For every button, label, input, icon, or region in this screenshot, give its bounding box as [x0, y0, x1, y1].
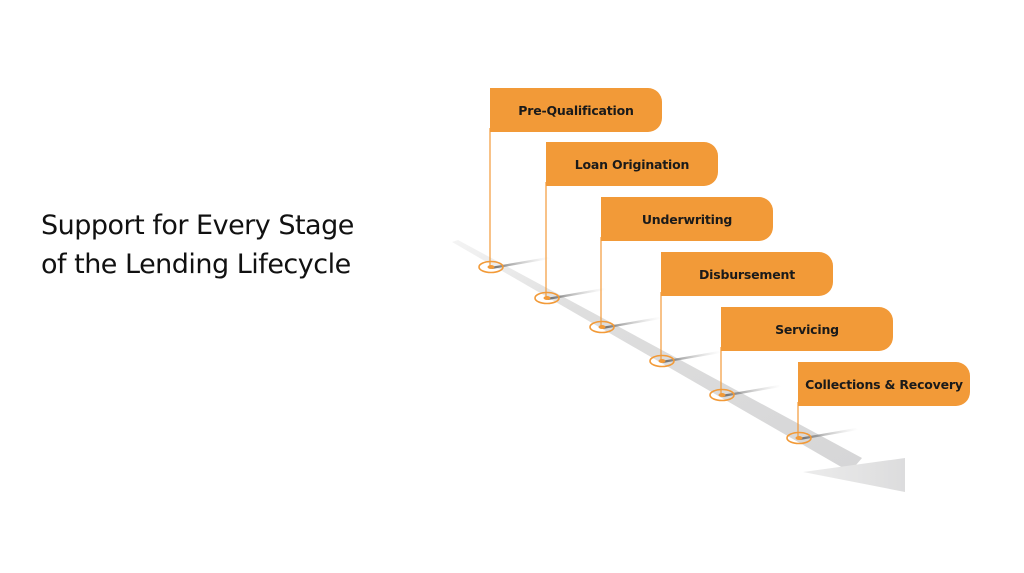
page-title: Support for Every Stage of the Lending L… — [41, 206, 354, 284]
pin-ring-icon — [709, 388, 735, 402]
pin-dot-icon — [795, 436, 803, 440]
pin-shadow — [490, 257, 550, 269]
stage-flag-underwriting: Underwriting — [601, 197, 773, 241]
stage-label: Servicing — [775, 321, 839, 337]
pin-ring-icon — [649, 354, 675, 368]
arrow-head-icon — [803, 458, 905, 492]
stage-flag-servicing: Servicing — [721, 307, 893, 351]
pin-shadow — [546, 288, 606, 300]
pin-dot-icon — [598, 325, 606, 329]
pin-dot-icon — [718, 393, 726, 397]
pin-shadow — [798, 428, 858, 440]
pin-dot-icon — [543, 296, 551, 300]
pin-ring-icon — [534, 291, 560, 305]
pin-shadow — [661, 351, 721, 363]
pin-ring-icon — [478, 260, 504, 274]
title-line-2: of the Lending Lifecycle — [41, 249, 351, 280]
stage-label: Underwriting — [641, 211, 733, 227]
pin-ring-icon — [589, 320, 615, 334]
stage-label: Loan Origination — [574, 156, 690, 172]
stage-flag-collections-recovery: Collections & Recovery — [798, 362, 970, 406]
pin-dot-icon — [658, 359, 666, 363]
stage-label: Pre-Qualification — [518, 102, 634, 118]
stage-flag-loan-origination: Loan Origination — [546, 142, 718, 186]
stage-flag-disbursement: Disbursement — [661, 252, 833, 296]
pin-shadow — [721, 385, 781, 397]
stage-label: Collections & Recovery — [805, 376, 963, 392]
pin-ring-icon — [786, 431, 812, 445]
stage-flag-pre-qualification: Pre-Qualification — [490, 88, 662, 132]
pin-shadow — [601, 317, 661, 329]
title-line-1: Support for Every Stage — [41, 210, 354, 241]
stage-label: Disbursement — [698, 266, 795, 282]
pin-dot-icon — [487, 265, 495, 269]
